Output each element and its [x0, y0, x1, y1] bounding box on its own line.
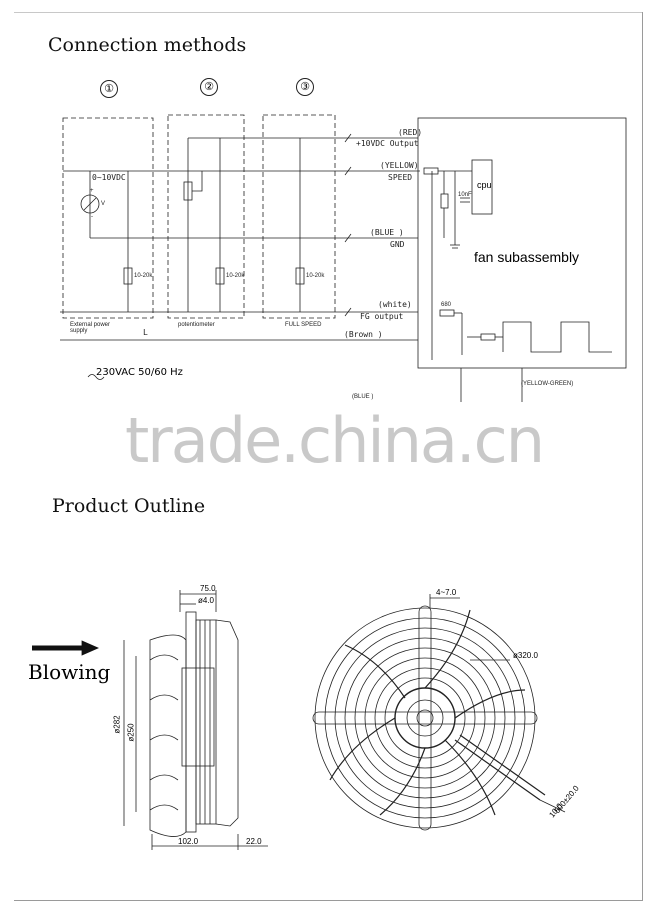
fan-guard-outer	[314, 607, 536, 829]
blowing-label: Blowing	[28, 660, 111, 684]
wire-white-name: FG output	[360, 312, 404, 321]
supply-voltage: 0~10VDC	[92, 173, 126, 182]
top-border	[14, 12, 642, 13]
horizontal-strut	[312, 711, 538, 725]
dim-d4: ø4.0	[198, 596, 215, 605]
resistor-2-label: 10-20k	[226, 273, 245, 279]
minus-sign: -	[91, 214, 93, 220]
external-power-supply-label: External power supply	[70, 322, 111, 334]
connection-methods-title: Connection methods	[48, 34, 247, 56]
vertical-strut	[418, 605, 432, 831]
resistor-1-label: 10-20k	[134, 273, 153, 279]
ac-symbol	[87, 374, 105, 380]
capacitor-label: 10nF	[458, 192, 472, 198]
line-l-label: L	[143, 328, 148, 337]
dim-75: 75.0	[200, 584, 216, 593]
watermark: trade.china.cn	[125, 404, 545, 477]
dim-102: 102.0	[178, 837, 199, 846]
method-2-marker: ②	[200, 78, 218, 96]
bottom-wire-yellow-green: (YELLOW-GREEN)	[521, 381, 574, 387]
method-3-marker: ③	[296, 78, 314, 96]
product-outline-title: Product Outline	[52, 495, 206, 517]
method-1-box	[62, 117, 154, 319]
resistor-3-label: 10-20k	[306, 273, 325, 279]
method-2-box	[167, 114, 245, 319]
cable	[454, 734, 546, 801]
fan-subassembly-label: fan subassembly	[474, 249, 580, 265]
power-spec: 230VAC 50/60 Hz	[96, 367, 183, 378]
wire-blue-color: (BLUE )	[370, 228, 404, 237]
dim-d320: ø320.0	[513, 651, 538, 660]
method-1-marker: ①	[100, 80, 118, 98]
wire-yellow-name: SPEED	[388, 173, 413, 182]
method-3-box	[262, 114, 336, 319]
page-frame	[14, 12, 643, 901]
dim-d250: ø250	[126, 723, 136, 742]
wire-red-color: (RED)	[398, 128, 423, 137]
fan-side-view	[149, 634, 187, 837]
wire-brown-color: (Brown )	[344, 330, 383, 339]
wire-blue-name: GND	[390, 240, 405, 249]
resistor-680-label: 680	[441, 302, 452, 308]
dim-slot: 4~7.0	[436, 588, 457, 597]
fg-pulse-waveform	[502, 321, 612, 353]
wire-red-name: +10VDC Output	[356, 139, 419, 148]
cpu-label: cpu	[477, 180, 492, 190]
dim-d282: ø282	[112, 715, 122, 734]
potentiometer-label: potentiometer	[178, 322, 215, 328]
full-speed-label: FULL SPEED	[285, 322, 322, 328]
dim-22: 22.0	[246, 837, 262, 846]
bottom-wire-blue: (BLUE )	[352, 394, 374, 400]
wire-white-color: (white)	[378, 300, 412, 309]
plus-sign: +	[90, 188, 94, 194]
wire-yellow-color: (YELLOW)	[380, 161, 419, 170]
volt-label: V	[101, 201, 106, 207]
